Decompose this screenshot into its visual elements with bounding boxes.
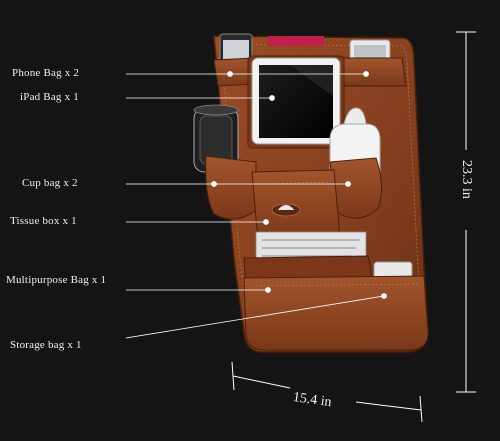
label-cup-bag: Cup bag x 2: [22, 177, 78, 189]
label-tissue-box: Tissue box x 1: [10, 215, 77, 227]
bottle-icon: [193, 104, 239, 173]
tablet-icon: [251, 57, 341, 145]
cup-pocket-right: [329, 157, 382, 219]
height-dimension-label: 23.3 in: [459, 160, 474, 199]
dimension-lines: [231, 31, 476, 423]
label-storage-bag: Storage bag x 1: [10, 339, 82, 351]
label-ipad-bag: iPad Bag x 1: [20, 91, 79, 103]
label-phone-bag: Phone Bag x 2: [12, 67, 80, 79]
storage-pocket: [243, 275, 429, 351]
callout-lines: [125, 71, 387, 339]
label-multipurpose-bag: Multipurpose Bag x 1: [6, 274, 107, 286]
cup-pocket-left: [205, 155, 257, 220]
